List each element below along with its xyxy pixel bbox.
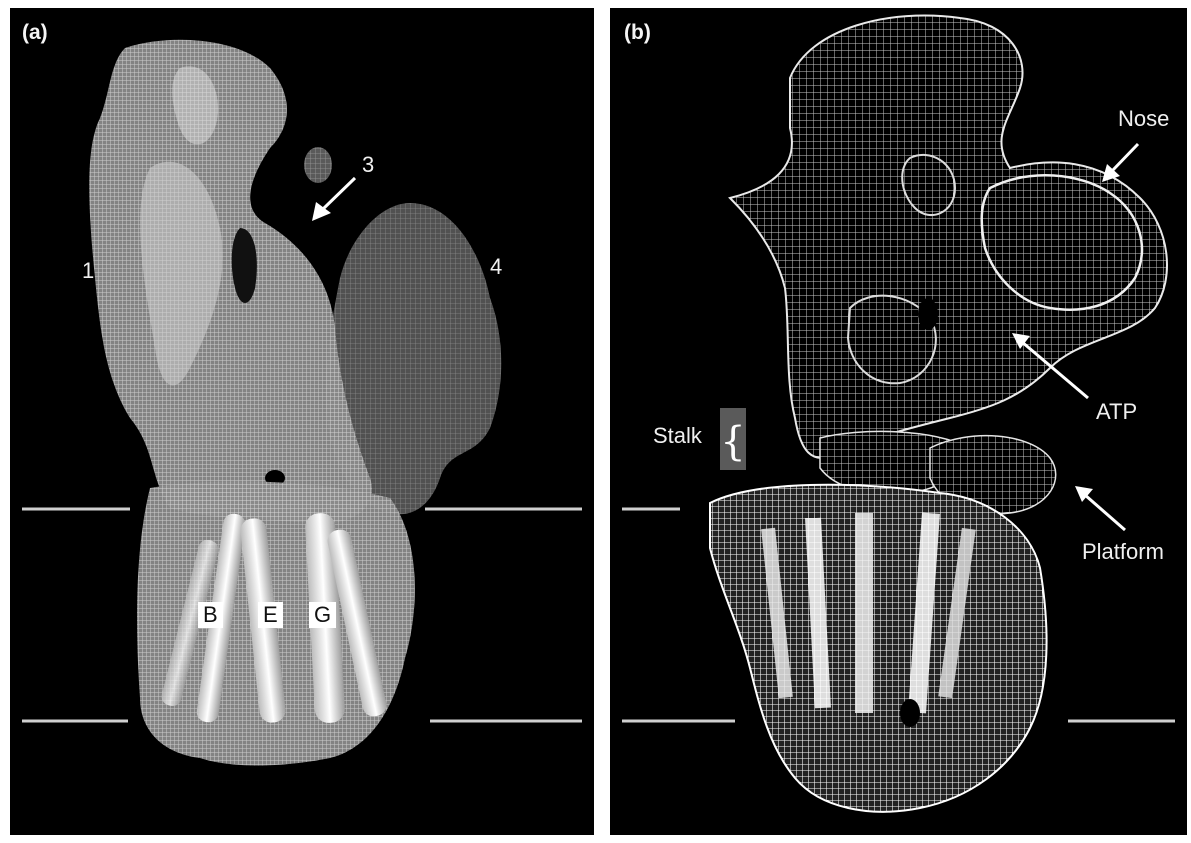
annotation-atp: ATP	[1096, 401, 1137, 423]
membrane-domain-density	[710, 485, 1047, 812]
helix-label-b: B	[198, 602, 223, 628]
head-density	[730, 16, 1167, 459]
annotation-stalk: Stalk	[653, 425, 702, 447]
arrow-platform	[1075, 486, 1125, 530]
annotation-4: 4	[490, 256, 502, 278]
panel-a-density-map	[10, 8, 594, 835]
annotation-3: 3	[362, 154, 374, 176]
upper-body-density	[89, 40, 372, 524]
annotation-platform: Platform	[1082, 541, 1164, 563]
arrow-3	[312, 178, 355, 221]
panel-b: { (b) Nose ATP Stalk Platform	[610, 8, 1187, 835]
annotation-1: 1	[82, 260, 94, 282]
arrow-nose	[1102, 144, 1138, 182]
helix-label-g: G	[309, 602, 336, 628]
panel-a: (a) 1 3 4 B E G	[10, 8, 594, 835]
panel-b-label: (b)	[624, 22, 651, 43]
panel-a-label: (a)	[22, 22, 48, 43]
svg-text:{: {	[720, 419, 745, 465]
helix-label-e: E	[258, 602, 283, 628]
annotation-nose: Nose	[1118, 108, 1169, 130]
